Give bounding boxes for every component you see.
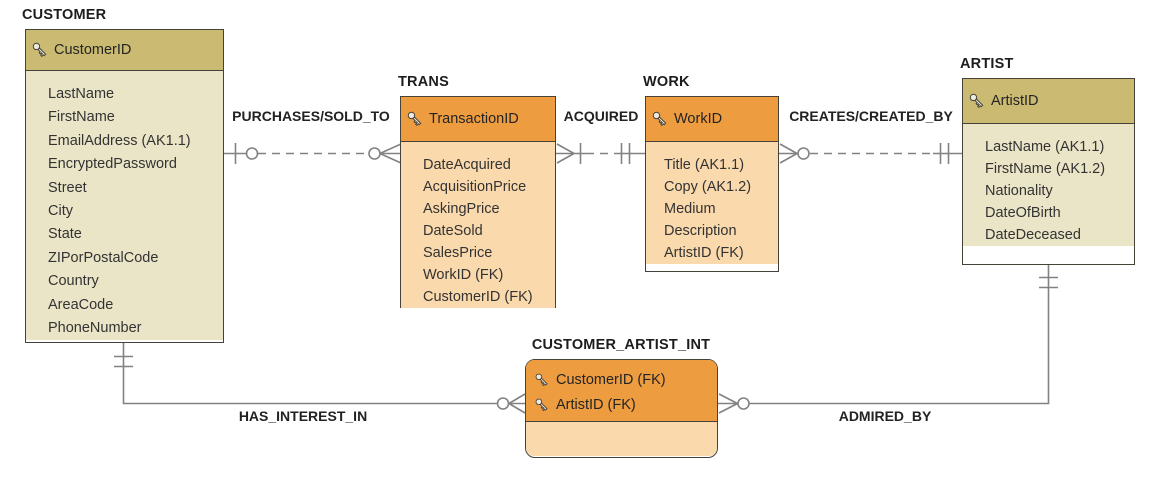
attribute: SalesPrice: [423, 245, 493, 261]
entity-trans[interactable]: TransactionID DateAcquired AcquisitionPr…: [400, 96, 556, 308]
attribute: Country: [48, 273, 99, 290]
entity-title-artist: ARTIST: [960, 56, 1014, 72]
customer-artist-int-header: CustomerID (FK) ArtistID (FK): [526, 360, 717, 422]
trans-primary-key: TransactionID: [429, 111, 519, 127]
connector-creates-created-by: [779, 143, 962, 164]
int-primary-key: ArtistID (FK): [556, 396, 636, 413]
attribute: Title (AK1.1): [664, 157, 745, 173]
artist-primary-key: ArtistID: [991, 93, 1039, 109]
attribute: Street: [48, 179, 87, 196]
attribute: DateAcquired: [423, 157, 511, 173]
entity-title-customer-artist-int: CUSTOMER_ARTIST_INT: [531, 337, 711, 353]
attribute: LastName (AK1.1): [985, 139, 1105, 155]
attribute: Copy (AK1.2): [664, 179, 752, 195]
attribute: PhoneNumber: [48, 320, 142, 337]
attribute: ArtistID (FK): [664, 245, 744, 261]
relationship-label-purchases-sold-to: PURCHASES/SOLD_TO: [232, 108, 390, 124]
relationship-label-acquired: ACQUIRED: [563, 108, 639, 124]
attribute: AreaCode: [48, 296, 114, 313]
primary-key-icon: [651, 110, 669, 128]
attribute: Description: [664, 223, 737, 239]
work-attributes: Title (AK1.1) Copy (AK1.2) Medium Descri…: [646, 142, 778, 264]
customer-header: CustomerID: [26, 30, 223, 71]
int-primary-key: CustomerID (FK): [556, 371, 666, 388]
attribute: CustomerID (FK): [423, 289, 533, 305]
int-key-row: CustomerID (FK): [534, 367, 717, 392]
int-key-row: ArtistID (FK): [534, 392, 717, 417]
connector-purchases-sold-to: [224, 143, 402, 164]
customer-artist-int-body: [526, 422, 717, 456]
attribute: LastName: [48, 86, 115, 102]
attribute: AskingPrice: [423, 201, 500, 217]
relationship-label-admired-by: ADMIRED_BY: [838, 408, 932, 424]
customer-attributes: LastName FirstName EmailAddress (AK1.1) …: [26, 71, 223, 341]
customer-primary-key: CustomerID: [54, 42, 132, 58]
attribute: City: [48, 203, 73, 220]
entity-title-customer: CUSTOMER: [22, 7, 107, 23]
attribute: ZIPorPostalCode: [48, 249, 159, 266]
attribute: EmailAddress (AK1.1): [48, 132, 191, 149]
work-primary-key: WorkID: [674, 111, 723, 127]
entity-artist[interactable]: ArtistID LastName (AK1.1) FirstName (AK1…: [962, 78, 1135, 265]
entity-customer-artist-int[interactable]: CustomerID (FK) ArtistID (FK): [525, 359, 718, 458]
relationship-label-has-interest-in: HAS_INTEREST_IN: [238, 408, 368, 424]
attribute: DateDeceased: [985, 227, 1081, 243]
entity-title-trans: TRANS: [398, 74, 449, 90]
entity-title-work: WORK: [643, 74, 690, 90]
attribute: EncryptedPassword: [48, 156, 177, 173]
connector-has-interest-in: [114, 343, 526, 414]
artist-attributes: LastName (AK1.1) FirstName (AK1.2) Natio…: [963, 124, 1134, 246]
primary-key-icon: [406, 110, 424, 128]
attribute: AcquisitionPrice: [423, 179, 527, 195]
relationship-label-creates-created-by: CREATES/CREATED_BY: [789, 108, 953, 124]
attribute: DateOfBirth: [985, 205, 1061, 221]
work-header: WorkID: [646, 97, 778, 142]
attribute: Nationality: [985, 183, 1053, 199]
primary-key-icon: [534, 372, 550, 388]
primary-key-icon: [31, 41, 49, 59]
entity-work[interactable]: WorkID Title (AK1.1) Copy (AK1.2) Medium…: [645, 96, 779, 272]
trans-attributes: DateAcquired AcquisitionPrice AskingPric…: [401, 142, 555, 308]
trans-header: TransactionID: [401, 97, 555, 142]
entity-customer[interactable]: CustomerID LastName FirstName EmailAddre…: [25, 29, 224, 343]
primary-key-icon: [534, 397, 550, 413]
attribute: WorkID (FK): [423, 267, 504, 283]
attribute: FirstName (AK1.2): [985, 161, 1106, 177]
attribute: FirstName: [48, 109, 115, 126]
primary-key-icon: [968, 92, 986, 110]
attribute: DateSold: [423, 223, 483, 239]
attribute: Medium: [664, 201, 716, 217]
artist-header: ArtistID: [963, 79, 1134, 124]
attribute: State: [48, 226, 82, 243]
connector-acquired: [556, 143, 645, 164]
connector-admired-by: [718, 265, 1058, 414]
